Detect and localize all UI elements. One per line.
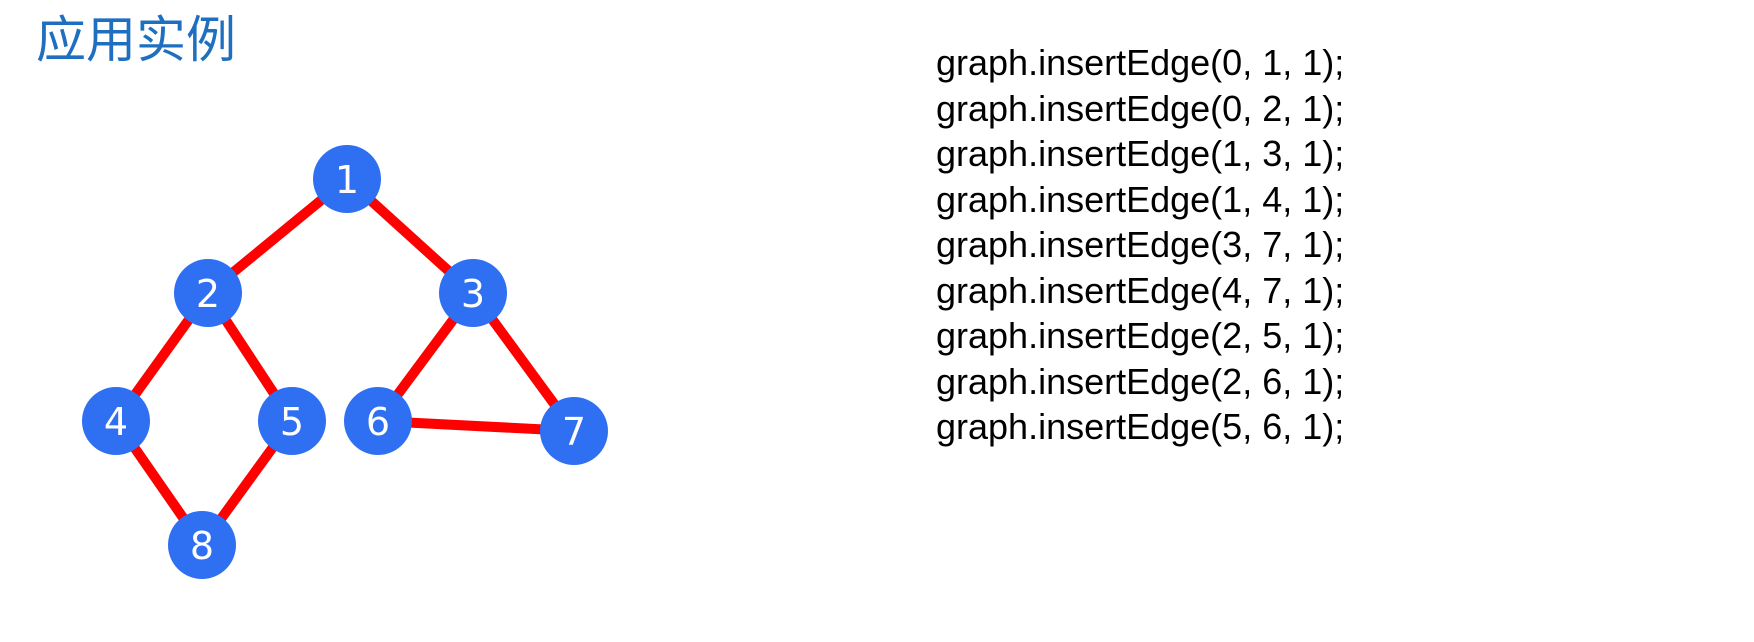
- node-label: 7: [562, 410, 586, 454]
- code-listing: graph.insertEdge(0, 1, 1); graph.insertE…: [936, 40, 1344, 450]
- node-6: 6: [344, 387, 412, 455]
- node-label: 5: [280, 400, 304, 444]
- code-line: graph.insertEdge(0, 2, 1);: [936, 87, 1345, 129]
- node-4: 4: [82, 387, 150, 455]
- node-circle: [344, 387, 412, 455]
- node-circle: [540, 397, 608, 465]
- node-label: 2: [196, 272, 220, 316]
- node-8: 8: [168, 511, 236, 579]
- code-line: graph.insertEdge(2, 6, 1);: [936, 360, 1345, 402]
- node-3: 3: [439, 259, 507, 327]
- code-line: graph.insertEdge(0, 1, 1);: [936, 42, 1345, 83]
- node-circle: [174, 259, 242, 327]
- code-line: graph.insertEdge(1, 4, 1);: [936, 178, 1345, 220]
- code-line: graph.insertEdge(1, 3, 1);: [936, 133, 1345, 174]
- node-circle: [82, 387, 150, 455]
- node-circle: [439, 259, 507, 327]
- node-7: 7: [540, 397, 608, 465]
- code-line: graph.insertEdge(5, 6, 1);: [936, 406, 1345, 447]
- page-title: 应用实例: [36, 11, 236, 69]
- node-label: 6: [366, 400, 390, 444]
- graph-nodes: 1 2 3 4 5 6 7 8: [82, 145, 608, 579]
- node-2: 2: [174, 259, 242, 327]
- node-circle: [258, 387, 326, 455]
- node-label: 8: [190, 524, 214, 568]
- node-label: 4: [104, 400, 128, 444]
- graph-diagram: 1 2 3 4 5 6 7 8: [82, 145, 608, 579]
- node-circle: [313, 145, 381, 213]
- node-5: 5: [258, 387, 326, 455]
- node-1: 1: [313, 145, 381, 213]
- code-line: graph.insertEdge(4, 7, 1);: [936, 269, 1345, 311]
- node-circle: [168, 511, 236, 579]
- graph-edges: [111, 175, 579, 548]
- node-label: 3: [461, 272, 485, 316]
- code-line: graph.insertEdge(3, 7, 1);: [936, 224, 1345, 265]
- node-label: 1: [335, 158, 359, 202]
- code-line: graph.insertEdge(2, 5, 1);: [936, 315, 1345, 356]
